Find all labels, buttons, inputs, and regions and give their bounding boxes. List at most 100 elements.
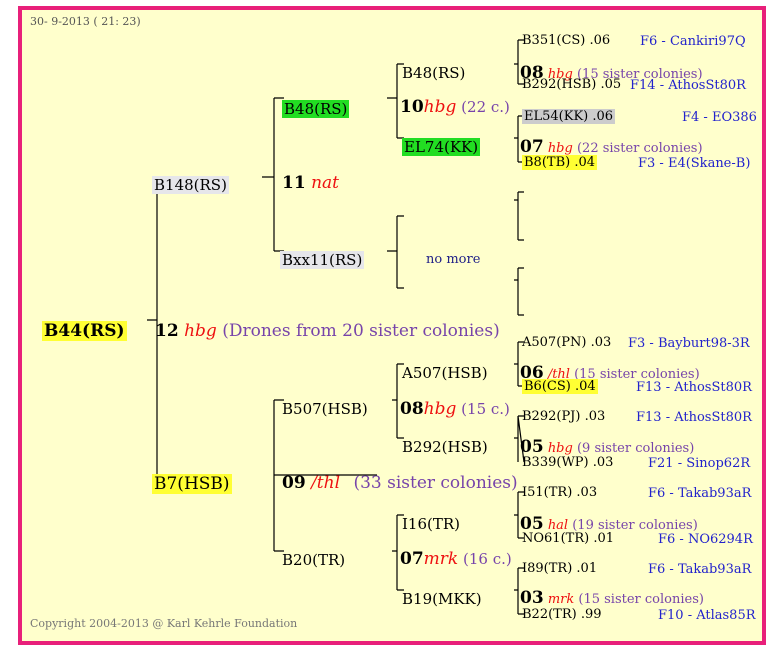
gen2-a-mating: 10hbg (22 c.) (400, 98, 510, 116)
gen1-bottom-queen: B7(HSB) (152, 474, 232, 494)
gen2-c-number: 08 (400, 399, 424, 419)
root-mating-number: 12 (155, 321, 179, 341)
gen4-name: B292(PJ) (522, 409, 581, 424)
gen4-name: I51(TR) (522, 485, 573, 500)
gen3-c1-station: /thl (547, 367, 570, 382)
gen1-top-station: nat (311, 173, 339, 193)
gen4-value: .04 (574, 155, 596, 170)
gen3-d2-queen: B19(MKK) (402, 590, 482, 608)
gen4-location: F10 - Atlas85R (658, 608, 756, 623)
gen4-name: B22(TR) (522, 607, 577, 622)
gen4-row: A507(PN) .03 (522, 335, 611, 351)
gen4-name: A507(PN) (522, 335, 587, 350)
gen4-row: B8(TB) .04 (522, 155, 598, 171)
gen2-a-number: 10 (400, 97, 424, 117)
gen3-c1-queen: A507(HSB) (402, 364, 488, 382)
gen2-a-sisters: (22 c.) (461, 98, 510, 116)
gen2-c-sisters: (15 c.) (461, 400, 510, 418)
gen4-value: .99 (580, 607, 602, 622)
gen4-name: NO61(TR) (522, 531, 590, 546)
root-queen: B44(RS) (42, 321, 127, 341)
gen3-a1-queen: B48(RS) (402, 64, 466, 82)
gen4-value: .01 (593, 531, 615, 546)
gen2-d-queen: B20(TR) (282, 551, 345, 569)
gen2-d-name: B20(TR) (282, 551, 346, 569)
gen2-b-name: Bxx11(RS) (280, 251, 365, 269)
gen3-a1-station: hbg (547, 67, 573, 82)
gen4-row: B6(CS) .04 (522, 379, 598, 395)
gen3-c2-number: 05 (520, 437, 544, 457)
gen1-bottom-station: /thl (311, 473, 341, 493)
gen4-value: .06 (589, 33, 611, 48)
gen4-location: F3 - Bayburt98-3R (628, 336, 750, 351)
print-date: 30- 9-2013 ( 21: 23) (30, 15, 141, 28)
gen4-name: I89(TR) (522, 561, 573, 576)
gen2-d-station: mrk (423, 549, 459, 569)
root-mating: 12 hbg (Drones from 20 sister colonies) (155, 322, 500, 340)
gen1-bottom-name: B7(HSB) (152, 474, 232, 494)
gen4-value: .03 (590, 335, 612, 350)
gen2-d-sisters: (16 c.) (463, 550, 512, 568)
gen4-value: .03 (592, 455, 614, 470)
gen1-bottom-number: 09 (282, 473, 306, 493)
gen1-top-number: 11 (282, 173, 306, 193)
gen4-row: B339(WP) .03 (522, 455, 613, 471)
gen2-c-station: hbg (423, 399, 457, 419)
gen3-c1-sisters: (15 sister colonies) (574, 367, 700, 382)
gen2-d-mating: 07mrk (16 c.) (400, 550, 512, 568)
gen3-d1-number: 05 (520, 514, 544, 534)
gen3-c2-sisters: (9 sister colonies) (576, 441, 695, 456)
pedigree-lines (147, 39, 525, 615)
root-mating-station: hbg (184, 321, 217, 341)
gen4-value: .03 (584, 409, 606, 424)
gen4-location: F13 - AthosSt80R (636, 380, 752, 395)
gen3-d2-mating: 03 mrk (15 sister colonies) (520, 590, 704, 608)
gen3-a2-number: 07 (520, 137, 544, 157)
gen3-c1-number: 06 (520, 363, 544, 383)
gen1-bottom-sisters: (33 sister colonies) (353, 473, 518, 493)
gen4-value: .05 (600, 77, 622, 92)
gen4-row: EL54(KK) .06 (522, 109, 616, 125)
gen3-a1-mating: 08 hbg (15 sister colonies) (520, 65, 703, 83)
gen4-name: EL54(KK) (524, 109, 589, 124)
gen4-location: F14 - AthosSt80R (630, 78, 746, 93)
gen4-name: B292(HSB) (522, 77, 597, 92)
gen4-value: .03 (576, 485, 598, 500)
gen4-value: .04 (574, 379, 596, 394)
gen4-location: F21 - Sinop62R (648, 456, 751, 471)
gen3-a1-number: 08 (520, 63, 544, 83)
gen4-location: F4 - EO386 (682, 110, 757, 125)
gen4-row: B351(CS) .06 (522, 33, 610, 49)
gen3-d1-station: hal (547, 518, 569, 533)
gen4-row: I89(TR) .01 (522, 561, 597, 577)
gen3-a2-station: hbg (547, 141, 573, 156)
gen2-a-name: B48(RS) (282, 100, 350, 118)
gen1-bottom-mating: 09 /thl (33 sister colonies) (282, 474, 518, 492)
root-queen-name: B44(RS) (42, 321, 127, 341)
gen4-row: B292(PJ) .03 (522, 409, 605, 425)
gen3-d1-mating: 05 hal (19 sister colonies) (520, 516, 698, 534)
gen2-c-name: B507(HSB) (282, 400, 368, 418)
gen3-a2-mating: 07 hbg (22 sister colonies) (520, 139, 703, 157)
no-more-note: no more (426, 252, 481, 267)
gen4-name: B339(WP) (522, 455, 589, 470)
gen4-location: F6 - Cankiri97Q (640, 34, 746, 49)
copyright-note: Copyright 2004-2013 @ Karl Kehrle Founda… (30, 617, 298, 630)
gen3-c2-queen: B292(HSB) (402, 438, 488, 456)
gen4-location: F6 - Takab93aR (648, 562, 752, 577)
gen3-c1-mating: 06 /thl (15 sister colonies) (520, 365, 700, 383)
gen3-a2-queen: EL74(KK) (402, 138, 481, 156)
gen3-a2-sisters: (22 sister colonies) (576, 141, 703, 156)
gen4-location: F3 - E4(Skane-B) (638, 156, 751, 171)
gen4-row: NO61(TR) .01 (522, 531, 614, 547)
root-mating-sisters: (Drones from 20 sister colonies) (222, 321, 500, 341)
gen4-name: B351(CS) (522, 33, 586, 48)
pedigree-frame: 30- 9-2013 ( 21: 23) Copyright 2004-2013… (18, 6, 766, 645)
gen4-row: B292(HSB) .05 (522, 77, 621, 93)
gen4-name: B6(CS) (524, 379, 571, 394)
gen4-location: F6 - Takab93aR (648, 486, 752, 501)
gen3-d2-sisters: (15 sister colonies) (578, 592, 704, 607)
gen3-c2-station: hbg (547, 441, 573, 456)
gen4-location: F6 - NO6294R (658, 532, 753, 547)
gen2-c-queen: B507(HSB) (282, 400, 368, 418)
